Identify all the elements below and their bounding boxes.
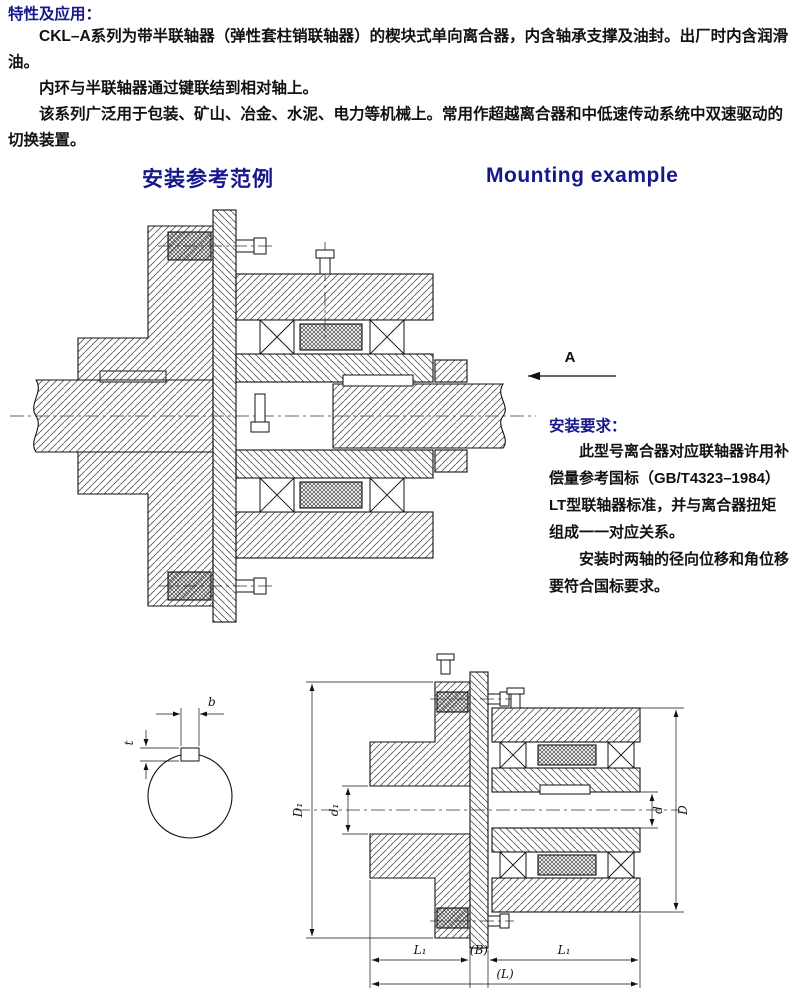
intro-paragraph-3: 该系列广泛用于包装、矿山、冶金、水泥、电力等机械上。常用作超越离合器和中低速传动… [8,106,784,149]
mounting-example-drawing [10,209,536,623]
bearing-icon [499,851,527,879]
driven-shaft [332,359,506,473]
section-title: 特性及应用： [8,6,102,23]
elastic-pin-assembly-bottom [158,571,274,601]
bore-key [539,784,591,795]
bearing-icon [499,741,527,769]
bearing-icon [369,319,405,355]
keyway [180,747,200,762]
elastic-pin-top [430,691,514,713]
dim-label-L1-left: L₁ [413,943,427,957]
shaft-section-view: b t [122,695,233,839]
clutch-housing [235,273,434,559]
bearing-icon [259,319,295,355]
shaft-key [342,374,414,387]
dim-label-L1-right: L₁ [557,943,571,957]
grease-fitting [315,242,335,338]
bearing-icon [259,477,295,513]
bearing-icon [607,851,635,879]
heading-install-example-zh: 安装参考范例 [142,168,274,191]
dim-label-D: D [676,805,690,816]
intro-paragraph-2: 内环与半联轴器通过键联结到相对轴上。 [39,80,319,97]
dimension-lines: D₁ d₁ d D L₁ (B) L₁ [291,681,690,988]
set-bolt [250,393,270,433]
clutch-housing-section [491,707,641,913]
sprag-elements [299,323,363,509]
clutch-inner-ring-section [491,767,641,853]
install-title: 安装要求： [549,418,627,435]
install-paragraph-1: 此型号离合器对应联轴器许用补偿量参考国标（GB/T4323–1984）LT型联轴… [549,443,790,541]
install-paragraph-2: 安装时两轴的径向位移和角位移要符合国标要求。 [549,551,790,595]
driving-shaft [33,370,214,453]
grease-fitting [506,687,525,709]
dim-label-B: (B) [470,943,489,957]
view-direction-arrow: A [528,349,616,381]
bearing-icon [607,741,635,769]
intro-section: 特性及应用： CKL–A系列为带半联轴器（弹性套柱销联轴器）的楔块式单向离合器，… [8,2,794,154]
dim-label-d1: d₁ [327,804,341,817]
flange-plate [212,209,237,623]
intro-paragraph-1: CKL–A系列为带半联轴器（弹性套柱销联轴器）的楔块式单向离合器，内含轴承支撑及… [8,28,789,71]
view-label: A [565,349,576,366]
sprag-elements [537,744,597,876]
flange-bolt [436,653,455,675]
dim-label-b: b [208,695,216,709]
elastic-pin-assembly-top [158,231,274,261]
install-requirements: 安装要求： 此型号离合器对应联轴器许用补偿量参考国标（GB/T4323–1984… [549,414,789,600]
dim-label-L: (L) [496,967,514,981]
flange-plate [469,671,489,949]
dim-label-d: d [651,806,665,814]
elastic-pin-bottom [430,907,514,929]
heading-mounting-example-en: Mounting example [486,164,679,187]
bearing-icon [369,477,405,513]
dimension-drawing: b t [122,653,690,988]
dim-label-D1: D₁ [291,803,305,818]
dim-label-t: t [122,740,136,745]
